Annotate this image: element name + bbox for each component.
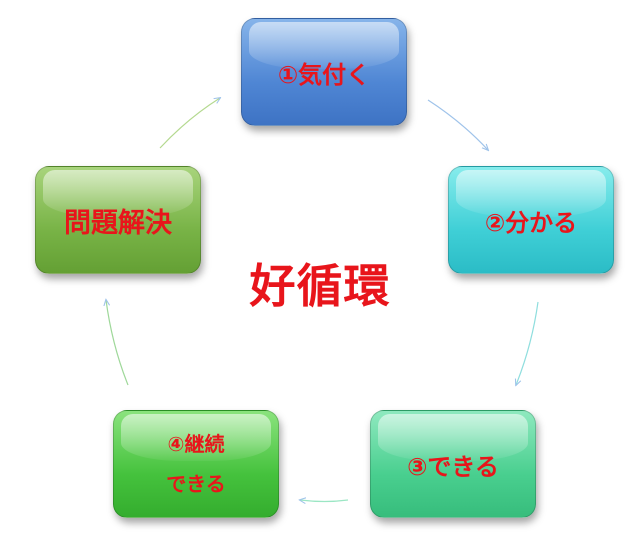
node-problem-solving-label: 問題解決 (64, 207, 172, 239)
node-continuation-label-line1: ④継続 (167, 432, 225, 456)
arrow-5-to-1 (159, 98, 220, 149)
node-continuation: ④継続 できる (113, 410, 279, 518)
node-problem-solving: 問題解決 (35, 166, 201, 274)
node-continuation-label-line2: できる (166, 472, 226, 496)
node-understanding-label: ②分かる (484, 208, 578, 237)
node-awareness-label: ①気付く (277, 60, 371, 89)
arrow-3-to-4 (300, 500, 349, 502)
node-can-do: ③できる (370, 410, 536, 518)
node-understanding: ②分かる (448, 166, 614, 274)
node-awareness: ①気付く (241, 18, 407, 126)
arrow-1-to-2 (427, 99, 488, 150)
arrow-4-to-5 (106, 300, 129, 386)
cycle-title: 好循環 (249, 259, 391, 313)
arrow-2-to-3 (516, 301, 539, 385)
node-can-do-label: ③できる (407, 452, 499, 481)
